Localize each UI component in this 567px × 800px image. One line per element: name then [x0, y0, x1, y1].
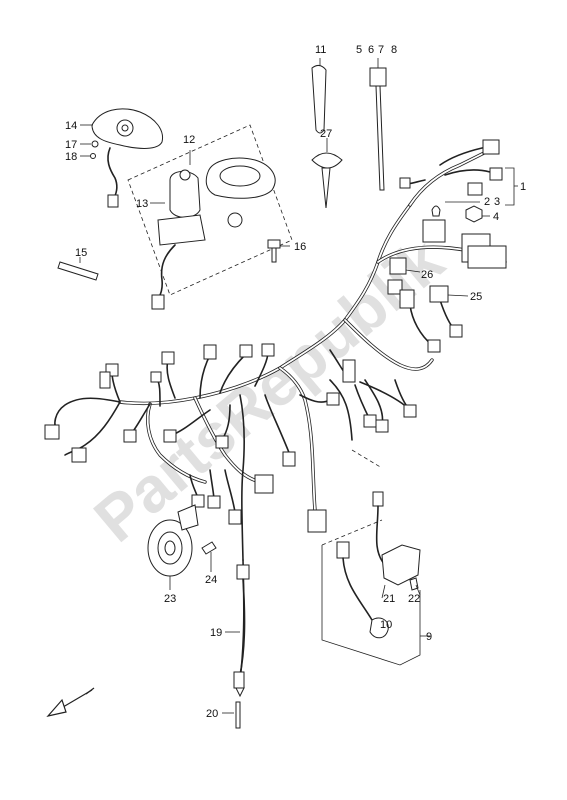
- part-12-13-ignition-set: [127, 124, 293, 310]
- part-1-connector-group: [399, 139, 518, 206]
- callout-1: 1: [520, 181, 526, 193]
- callout-24: 24: [205, 574, 217, 586]
- part-5-8-cable-tie: [369, 58, 387, 191]
- callout-19: 19: [210, 627, 222, 639]
- callout-9: 9: [426, 631, 432, 643]
- callout-7: 7: [378, 44, 384, 56]
- callout-27: 27: [320, 128, 332, 140]
- part-24-bolt: [201, 541, 217, 572]
- callout-4: 4: [493, 211, 499, 223]
- parts-2-3-4: [422, 201, 507, 269]
- callout-3: 3: [494, 196, 500, 208]
- part-9-10-21-22-subassembly: [321, 449, 430, 666]
- callout-26: 26: [421, 269, 433, 281]
- callout-10: 10: [380, 619, 392, 631]
- part-23-horn: [147, 504, 199, 590]
- part-27-key: [311, 138, 343, 209]
- callout-5: 5: [356, 44, 362, 56]
- callout-22: 22: [408, 593, 420, 605]
- callout-15: 15: [75, 247, 87, 259]
- callout-14: 14: [65, 120, 77, 132]
- callout-13: 13: [136, 198, 148, 210]
- callout-18: 18: [65, 151, 77, 163]
- callout-12: 12: [183, 134, 195, 146]
- direction-arrow-icon: [46, 687, 95, 717]
- part-15-strip: [57, 257, 99, 281]
- part-14-cover: [80, 108, 164, 208]
- callout-23: 23: [164, 593, 176, 605]
- callout-labels: 1 2 3 4 5 6 7 8 9 10 11 12 13 14 15 16 1…: [65, 44, 526, 720]
- callout-20: 20: [206, 708, 218, 720]
- parts-25-26: [387, 257, 469, 309]
- callout-11: 11: [315, 44, 326, 56]
- part-16-bolt: [267, 239, 290, 263]
- callout-17: 17: [65, 139, 77, 151]
- part-19-20-sensor: [222, 564, 250, 729]
- callout-21: 21: [383, 593, 395, 605]
- part-11-clamp: [311, 58, 327, 134]
- harness-connectors: [44, 324, 463, 533]
- callout-25: 25: [470, 291, 482, 303]
- callout-8: 8: [391, 44, 397, 56]
- callout-2: 2: [484, 196, 490, 208]
- callout-16: 16: [294, 241, 306, 253]
- callout-6: 6: [368, 44, 374, 56]
